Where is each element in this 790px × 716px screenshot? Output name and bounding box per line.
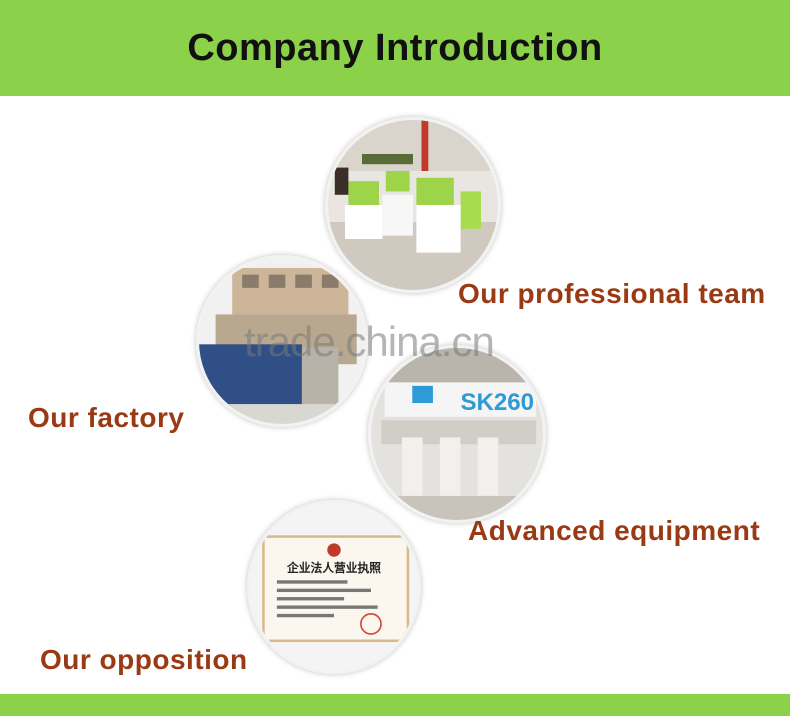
team-photo [325,117,501,293]
certificate-title: 企业法人营业执照 [286,561,381,575]
equipment-caption: Advanced equipment [468,515,761,546]
page-title: Company Introduction [187,26,603,69]
factory-photo [196,255,368,427]
machine-badge: SK260 [460,389,534,416]
watermark: trade.china.cn [244,318,495,365]
equipment-photo: SK260 [368,345,546,523]
certificate-photo: 企业法人营业执照 [247,500,421,674]
team-caption: Our professional team [458,278,766,309]
certificate-caption: Our opposition [40,644,248,675]
footer-band [0,694,790,716]
factory-caption: Our factory [28,402,185,433]
header-band: Company Introduction [0,0,790,96]
